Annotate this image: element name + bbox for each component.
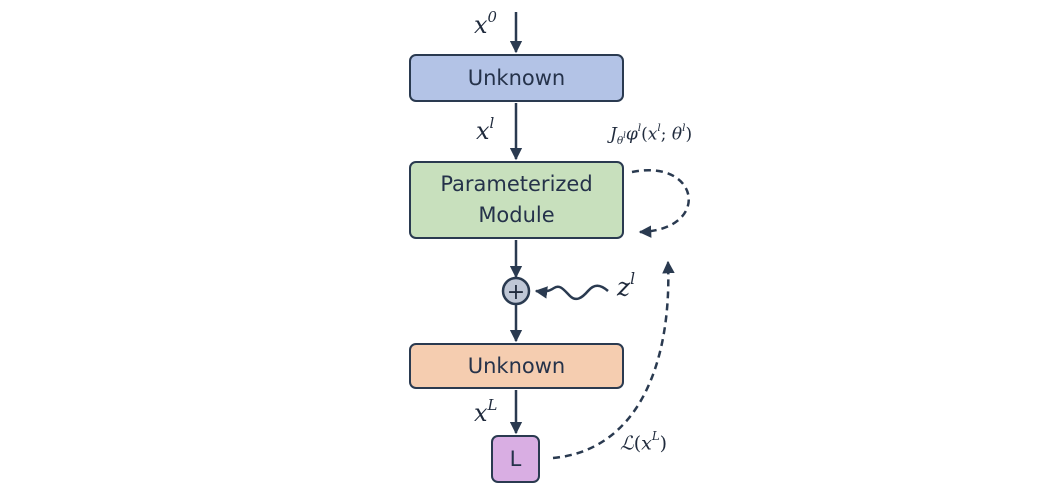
jacobian-self-loop xyxy=(631,169,691,238)
loss-box-label: L xyxy=(509,446,522,471)
unknown-top-box: Unknown xyxy=(409,54,624,102)
unknown-bottom-box: Unknown xyxy=(409,343,624,389)
adder-node: + xyxy=(501,276,531,306)
noise-wave-arrow xyxy=(534,284,609,301)
label-jacobian: Jθlφl(xl; θl) xyxy=(610,122,693,148)
adder-symbol: + xyxy=(507,280,525,305)
label-x0: x0 xyxy=(474,7,498,39)
module-label-line1: Parameterized xyxy=(440,172,593,196)
unknown-bottom-label: Unknown xyxy=(467,353,566,378)
module-label-line2: Module xyxy=(478,203,555,227)
label-xl: xl xyxy=(476,113,495,145)
label-zl: zl xyxy=(617,269,636,302)
loss-box: L xyxy=(491,435,540,483)
label-loss-function: ℒ(xL) xyxy=(620,429,668,455)
unknown-top-label: Unknown xyxy=(467,65,566,90)
label-xL: xL xyxy=(474,395,498,427)
parameterized-module-box: Parameterized Module xyxy=(409,161,624,239)
